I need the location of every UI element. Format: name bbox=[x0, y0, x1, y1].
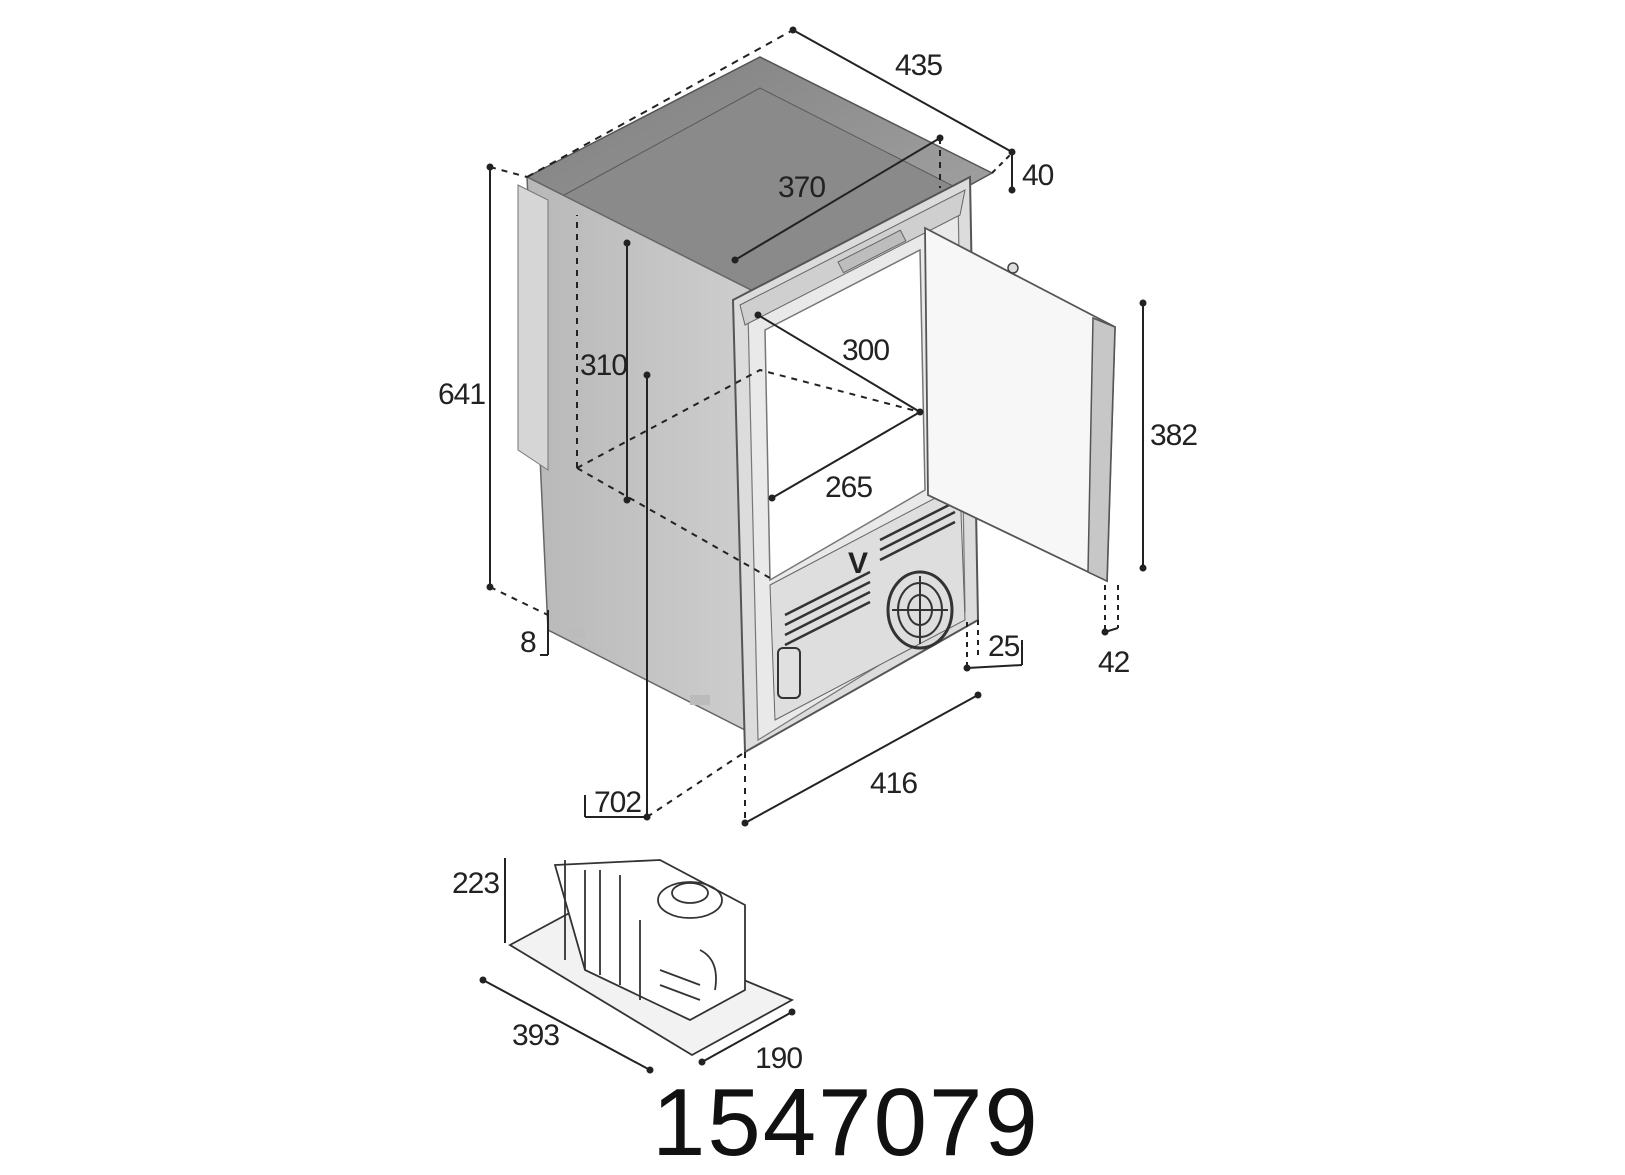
compressor-cap bbox=[657, 881, 723, 919]
dim-flange-depth: 40 bbox=[1022, 159, 1054, 192]
unit-dimension-lines bbox=[482, 858, 793, 1071]
dim-unit-height: 223 bbox=[452, 867, 499, 900]
dim-unit-width: 190 bbox=[755, 1042, 802, 1075]
display-slot bbox=[837, 229, 907, 274]
vent-slots bbox=[784, 500, 956, 647]
latch-slot bbox=[777, 647, 801, 699]
dim-inner-depth: 300 bbox=[842, 334, 889, 367]
unit-dimension-endpoints bbox=[479, 976, 796, 1074]
rear-strip bbox=[517, 184, 549, 471]
fan-grille-icon bbox=[886, 570, 954, 650]
dim-door-thickness: 42 bbox=[1098, 646, 1130, 679]
fridge-body: V bbox=[517, 56, 994, 754]
dim-height-total: 641 bbox=[438, 378, 485, 411]
dim-flange-side: 25 bbox=[988, 630, 1020, 663]
dim-depth-total: 702 bbox=[594, 786, 641, 819]
foot bbox=[565, 628, 585, 638]
dim-outer-width: 435 bbox=[895, 49, 942, 82]
door bbox=[924, 226, 1116, 583]
product-code: 1547079 bbox=[652, 1069, 1040, 1170]
unit-body bbox=[553, 859, 746, 1022]
brand-logo: V bbox=[848, 547, 868, 580]
dim-front-width: 416 bbox=[870, 767, 917, 800]
door-edge bbox=[1087, 316, 1116, 583]
cooling-unit bbox=[508, 859, 795, 1057]
dimension-endpoints bbox=[486, 26, 1147, 827]
door-hinge-icon bbox=[1007, 262, 1019, 274]
foot bbox=[690, 695, 710, 705]
dim-inner-height: 310 bbox=[580, 349, 627, 382]
dim-opening-width: 265 bbox=[825, 471, 872, 504]
dim-inner-width: 370 bbox=[778, 171, 825, 204]
dim-feet-height: 8 bbox=[520, 626, 536, 659]
dim-door-height: 382 bbox=[1150, 419, 1197, 452]
dim-unit-length: 393 bbox=[512, 1019, 559, 1052]
dimension-lines bbox=[489, 29, 1144, 824]
compartment-opening bbox=[764, 248, 926, 582]
